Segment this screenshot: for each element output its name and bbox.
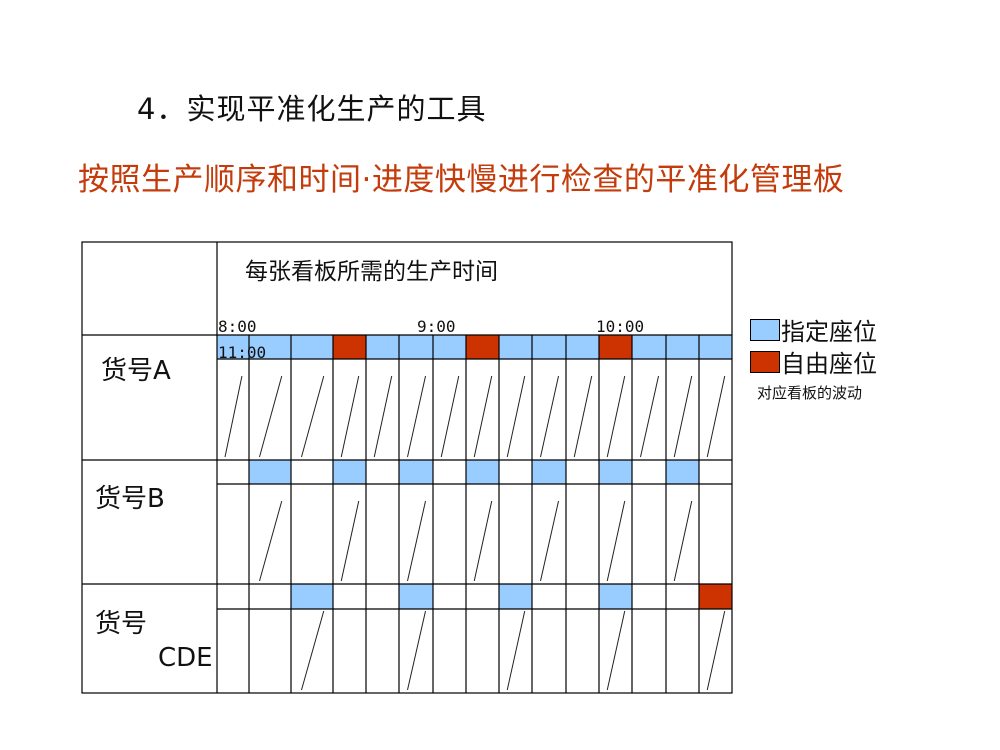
kanban-mark	[640, 375, 660, 458]
kanban-mark	[407, 610, 427, 691]
legend-label-fixed: 指定座位	[781, 318, 877, 346]
slide-title: 4．实现平准化生产的工具	[137, 92, 487, 126]
kanban-mark	[606, 610, 626, 691]
time-label: 10:00	[596, 317, 645, 336]
time-label: 8:00	[218, 317, 257, 336]
slot-fixed	[399, 584, 433, 609]
legend-label-free: 自由座位	[781, 350, 877, 378]
kanban-mark	[407, 500, 427, 582]
kanban-mark	[340, 500, 360, 582]
slot-fixed	[699, 335, 732, 359]
kanban-mark	[673, 375, 693, 458]
kanban-mark	[606, 500, 626, 582]
legend-item-free: 自由座位	[750, 344, 877, 379]
slot-fixed	[532, 335, 566, 359]
slot-fixed	[466, 460, 499, 484]
slide-subtitle: 按照生产顺序和时间·进度快慢进行检查的平准化管理板	[78, 162, 845, 198]
slot-free	[333, 335, 366, 359]
kanban-mark	[506, 610, 526, 691]
legend-note: 对应看板的波动	[757, 384, 863, 402]
kanban-mark	[673, 500, 693, 582]
board-header-text: 每张看板所需的生产时间	[245, 259, 498, 285]
slot-fixed	[599, 584, 632, 609]
slot-fixed	[333, 460, 366, 484]
slot-fixed	[291, 335, 333, 359]
slot-fixed	[249, 460, 291, 484]
kanban-mark	[340, 375, 360, 458]
slot-fixed	[249, 335, 291, 359]
kanban-mark	[301, 610, 325, 691]
kanban-mark	[301, 375, 325, 458]
slot-free	[699, 584, 732, 609]
kanban-mark	[706, 375, 726, 458]
slot-fixed	[532, 460, 566, 484]
kanban-mark	[606, 375, 626, 458]
kanban-mark	[540, 375, 560, 458]
slot-fixed	[366, 335, 399, 359]
slot-fixed	[499, 584, 532, 609]
row-label: 货号	[95, 609, 148, 639]
kanban-mark	[440, 375, 460, 458]
kanban-mark	[473, 375, 493, 458]
slot-fixed	[666, 335, 699, 359]
kanban-mark	[224, 375, 243, 458]
row-label: 货号B	[95, 484, 165, 514]
legend-item-fixed: 指定座位	[750, 312, 877, 347]
slot-free	[599, 335, 632, 359]
slot-fixed	[217, 335, 249, 359]
board-frame	[81, 241, 733, 694]
slot-fixed	[433, 335, 466, 359]
kanban-mark	[407, 375, 427, 458]
time-label: 9:00	[417, 317, 456, 336]
slot-free	[466, 335, 499, 359]
kanban-mark	[706, 610, 726, 691]
slot-fixed	[599, 460, 632, 484]
slot-fixed	[291, 584, 333, 609]
kanban-mark	[573, 375, 593, 458]
kanban-mark	[506, 375, 526, 458]
slot-fixed	[632, 335, 666, 359]
legend-swatch-free	[750, 350, 780, 373]
kanban-mark	[540, 500, 560, 582]
time-label: 11:00	[218, 343, 267, 362]
kanban-mark	[473, 500, 493, 582]
slot-fixed	[566, 335, 599, 359]
slot-fixed	[499, 335, 532, 359]
kanban-mark	[373, 375, 393, 458]
kanban-mark	[259, 375, 283, 458]
slot-fixed	[399, 460, 433, 484]
legend-swatch-fixed	[750, 318, 780, 341]
row-label-line2: CDE	[158, 643, 213, 673]
kanban-mark	[259, 500, 283, 582]
slot-fixed	[399, 335, 433, 359]
row-label: 货号A	[101, 356, 171, 386]
slot-fixed	[666, 460, 699, 484]
